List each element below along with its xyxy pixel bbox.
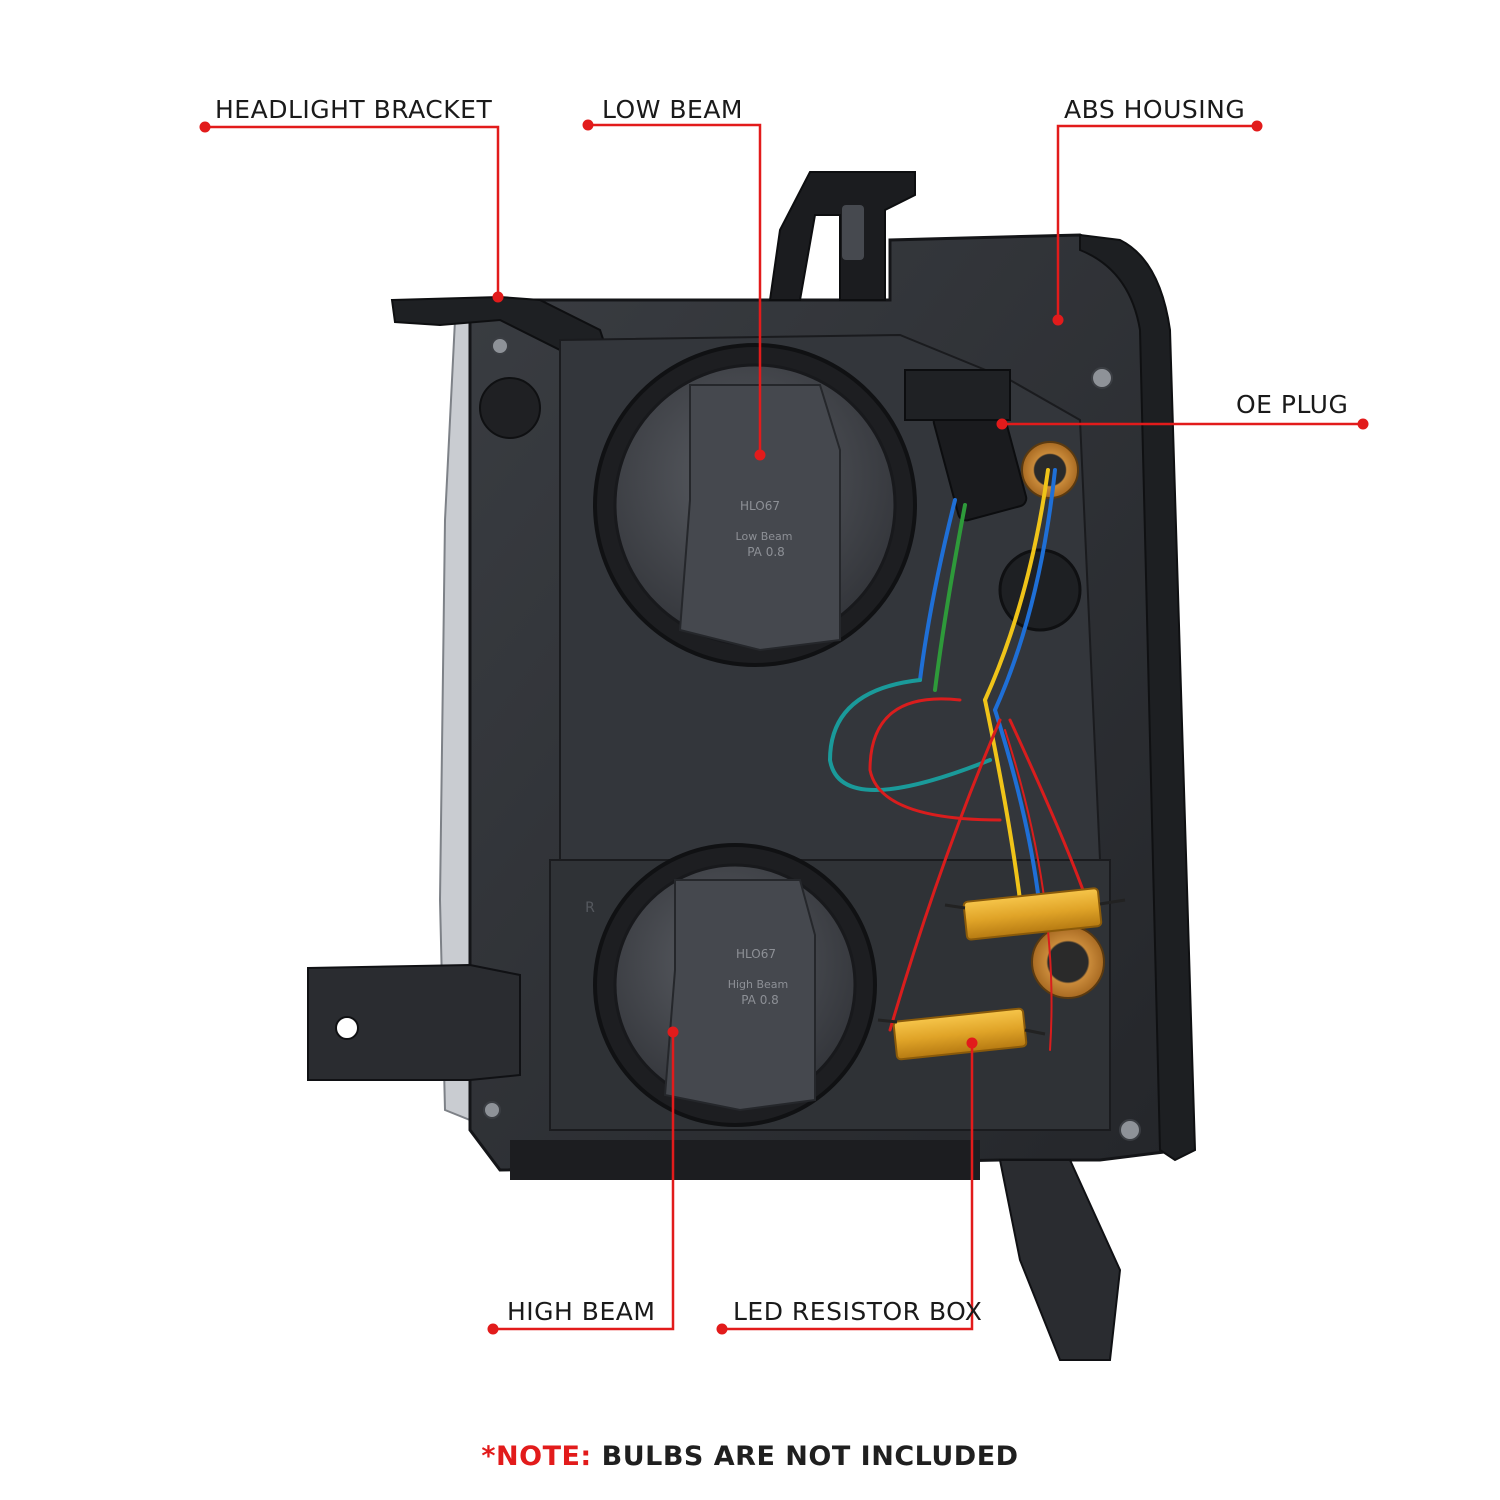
note-prefix: *NOTE: [481,1441,592,1472]
headlight-assembly: HLO67 Low Beam PA 0.8 HLO67 High Beam PA… [307,171,1197,1361]
high-beam-pa: PA 0.8 [741,993,779,1007]
mount-bracket-left [307,963,521,1081]
leader-headlight-bracket [205,125,500,295]
led-resistor-lower [877,1007,1046,1061]
socket-left [479,377,541,439]
high-beam-type: High Beam [728,978,789,991]
bezel-right [1079,233,1197,1162]
label-abs-housing: ABS HOUSING [1064,95,1246,124]
oe-plug-connector [904,369,1028,522]
bottom-rib [510,1140,980,1180]
low-beam-pa: PA 0.8 [747,545,785,559]
leader-abs-housing [1056,124,1257,320]
callout-lines [205,123,1363,1331]
mount-hole [335,1016,359,1040]
label-led-resistor-box: LED RESISTOR BOX [733,1297,983,1326]
high-beam-code: HLO67 [736,947,776,961]
leader-low-beam [588,123,762,455]
low-beam-cap: HLO67 Low Beam PA 0.8 [593,343,917,667]
note-text: *NOTE: BULBS ARE NOT INCLUDED [0,1440,1500,1474]
screws [483,337,1141,1141]
low-beam-code: HLO67 [740,499,780,513]
mount-tab-right [998,1159,1122,1361]
high-beam-cap: HLO67 High Beam PA 0.8 [593,843,877,1127]
side-mark: R [585,900,595,916]
label-oe-plug: OE PLUG [1236,390,1349,419]
leader-led-resistor [722,1043,974,1331]
callout-dots [199,119,1369,1335]
top-tab-slot [842,205,864,260]
low-beam-type: Low Beam [736,530,793,543]
leader-high-beam [493,1032,675,1331]
led-resistor-upper [944,887,1126,941]
label-low-beam: LOW BEAM [602,95,743,124]
label-headlight-bracket: HEADLIGHT BRACKET [215,95,493,124]
socket-ring-lower [1031,925,1105,999]
label-high-beam: HIGH BEAM [507,1297,656,1326]
note-body: BULBS ARE NOT INCLUDED [601,1441,1019,1472]
